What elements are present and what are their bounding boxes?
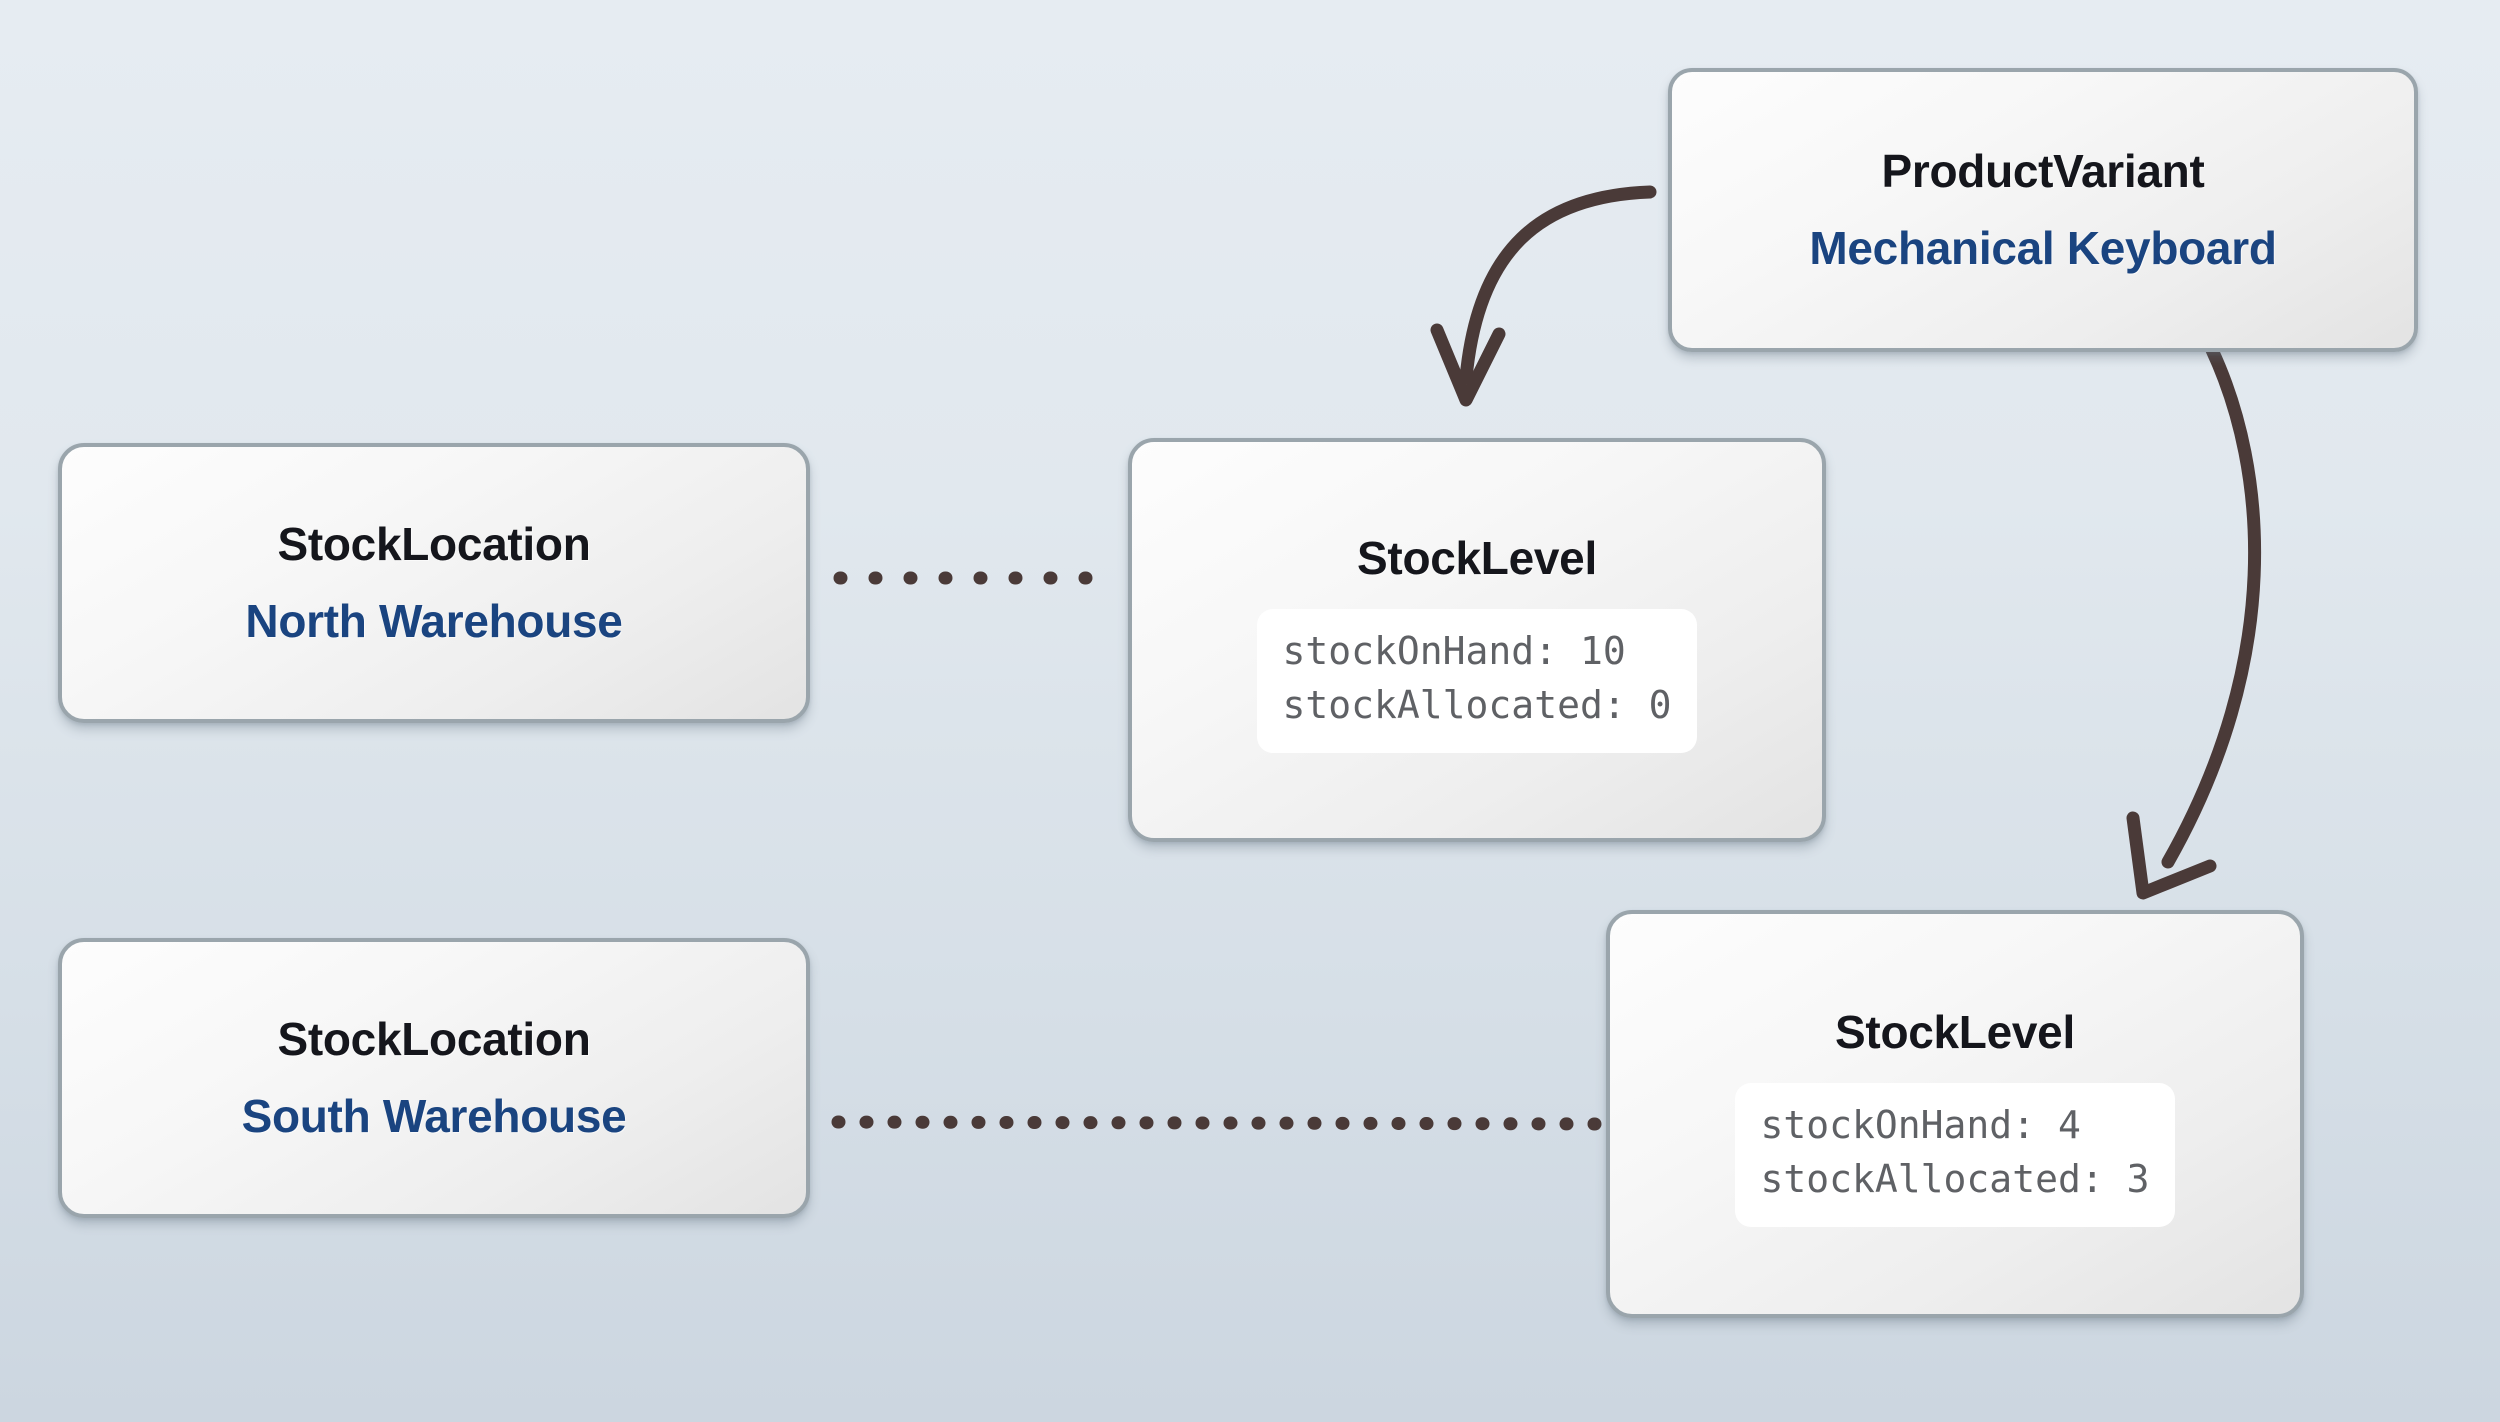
field-stock-allocated: stockAllocated: 0 [1282,683,1672,728]
node-product-variant-title: ProductVariant [1881,145,2205,198]
node-stock-location-south-subtitle: South Warehouse [241,1090,627,1142]
field-stock-on-hand: stockOnHand: 4 [1760,1103,2081,1148]
field-stock-on-hand: stockOnHand: 10 [1282,629,1626,674]
node-stock-location-north[interactable]: StockLocation North Warehouse [58,443,810,723]
field-stock-allocated: stockAllocated: 3 [1760,1157,2150,1202]
node-stock-location-north-title: StockLocation [277,518,591,571]
node-stock-location-south-title: StockLocation [277,1013,591,1066]
node-product-variant-subtitle: Mechanical Keyboard [1809,222,2277,274]
node-product-variant[interactable]: ProductVariant Mechanical Keyboard [1668,68,2418,352]
node-stock-level-south-title: StockLevel [1835,1005,2075,1058]
node-stock-level-south-fields: stockOnHand: 4 stockAllocated: 3 [1734,1083,2176,1228]
edge-product-variant-to-stock-level-south [2126,343,2262,900]
edge-product-variant-to-stock-level-north [1430,185,1657,407]
node-stock-level-north[interactable]: StockLevel stockOnHand: 10 stockAllocate… [1128,438,1826,842]
edge-stock-location-south-to-stock-level-south [831,1115,1603,1131]
node-stock-level-south[interactable]: StockLevel stockOnHand: 4 stockAllocated… [1606,910,2304,1318]
node-stock-location-south[interactable]: StockLocation South Warehouse [58,938,810,1218]
node-stock-location-north-subtitle: North Warehouse [245,595,623,647]
node-stock-level-north-title: StockLevel [1357,531,1597,584]
node-stock-level-north-fields: stockOnHand: 10 stockAllocated: 0 [1256,609,1698,754]
